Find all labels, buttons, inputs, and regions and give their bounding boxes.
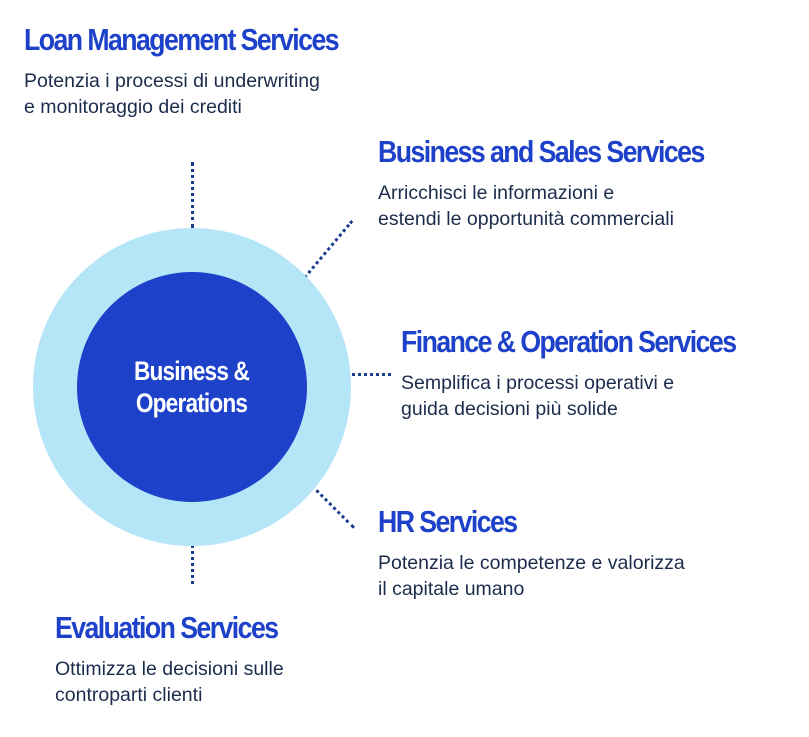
service-loan-management: Loan Management Services Potenzia i proc… xyxy=(24,22,389,120)
service-description-line: Ottimizza le decisioni sulle xyxy=(55,658,284,680)
service-description-line: Potenzia i processi di underwriting xyxy=(24,70,320,92)
service-description: Arricchisci le informazioni e estendi le… xyxy=(378,180,757,232)
service-description: Ottimizza le decisioni sulle controparti… xyxy=(55,656,314,708)
service-title: HR Services xyxy=(378,504,518,539)
service-description-line: il capitale umano xyxy=(378,578,525,600)
service-description-line: Potenzia le competenze e valorizza xyxy=(378,552,685,574)
service-evaluation: Evaluation Services Ottimizza le decisio… xyxy=(55,610,314,708)
service-description: Semplifica i processi operativi e guida … xyxy=(401,370,790,422)
center-label-line2: Operations xyxy=(136,388,248,418)
center-label-line1: Business & xyxy=(134,356,250,386)
center-label: Business & Operations xyxy=(77,272,307,502)
service-title: Business and Sales Services xyxy=(378,134,705,169)
service-description: Potenzia le competenze e valorizza il ca… xyxy=(378,550,685,602)
connector-top xyxy=(191,162,194,228)
service-business-sales: Business and Sales Services Arricchisci … xyxy=(378,134,757,232)
service-description-line: e monitoraggio dei crediti xyxy=(24,96,242,118)
service-title: Finance & Operation Services xyxy=(401,324,737,359)
service-title: Evaluation Services xyxy=(55,610,279,645)
inner-circle xyxy=(77,272,307,502)
service-description-line: estendi le opportunità commerciali xyxy=(378,208,674,230)
service-finance-operation: Finance & Operation Services Semplifica … xyxy=(401,324,790,422)
service-description: Potenzia i processi di underwriting e mo… xyxy=(24,68,389,120)
service-description-line: Semplifica i processi operativi e xyxy=(401,372,675,394)
service-hr: HR Services Potenzia le competenze e val… xyxy=(378,504,685,602)
service-title: Loan Management Services xyxy=(24,22,340,57)
service-description-line: guida decisioni più solide xyxy=(401,398,618,420)
service-description-line: Arricchisci le informazioni e xyxy=(378,182,615,204)
service-description-line: controparti clienti xyxy=(55,684,203,706)
